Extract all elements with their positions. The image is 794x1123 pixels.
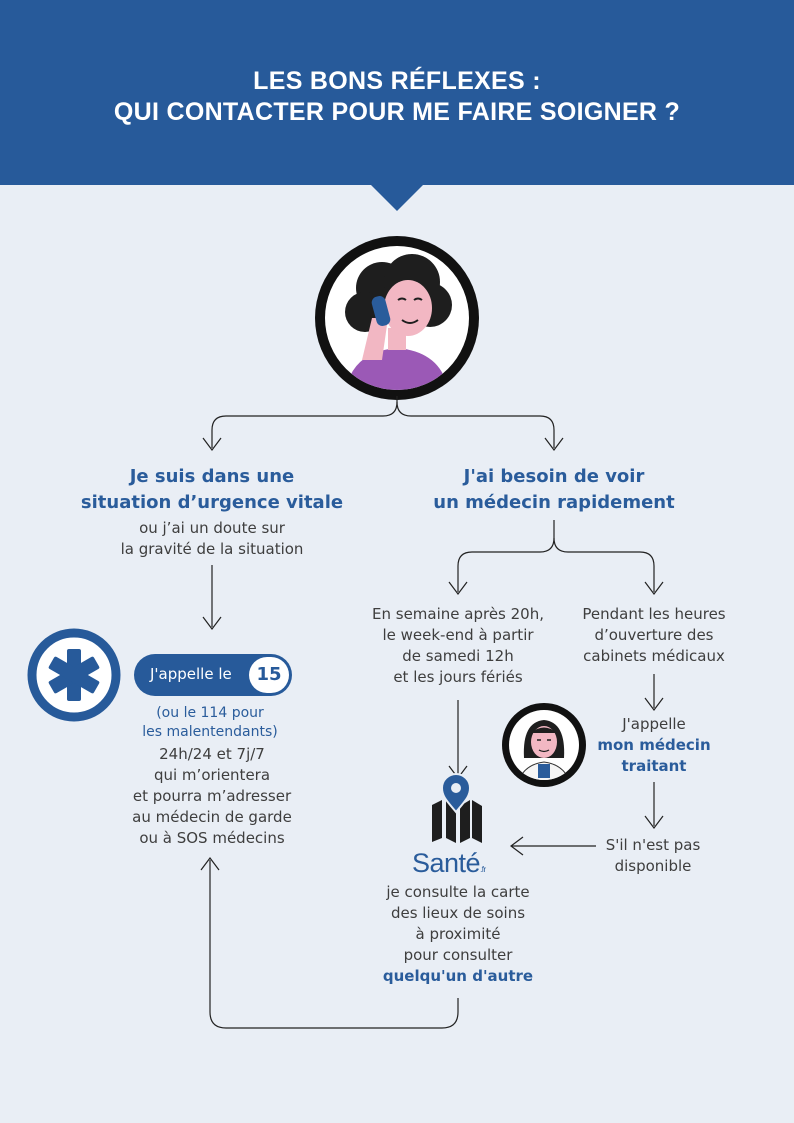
call-15-pill: J'appelle le 15 [134, 654, 292, 696]
sante-logo-text: Santé [412, 848, 481, 878]
top-split-connector [202, 396, 564, 451]
map-pin-icon [432, 773, 482, 843]
call-15-label: J'appelle le [150, 665, 232, 683]
consult-line-1: je consulte la carte [386, 883, 530, 901]
consult-line-2: des lieux de soins [390, 904, 526, 922]
after-hours-line-4: et les jours fériés [393, 668, 523, 686]
after-hours-line-3: de samedi 12h [402, 647, 514, 665]
title-line-1: LES BONS RÉFLEXES : [253, 67, 541, 95]
unavailable-line-1: S'il n'est pas [605, 836, 701, 854]
after-hours-line-1: En semaine après 20h, [372, 605, 544, 623]
page-title: LES BONS RÉFLEXES : QUI CONTACTER POUR M… [0, 66, 794, 128]
consult-map-text: je consulte la carte des lieux de soins … [358, 882, 558, 987]
return-loop-arrow [200, 857, 459, 1029]
consult-line-4: pour consulter [403, 946, 513, 964]
call-doctor-line-1: J'appelle [622, 715, 686, 733]
note-line-2: les malentendants) [142, 724, 278, 740]
deaf-number-note: (ou le 114 pour les malentendants) [110, 704, 310, 742]
after-hours-option: En semaine après 20h, le week-end à part… [356, 604, 560, 688]
sante-logo-suffix: .fr [480, 865, 486, 874]
detail-line-2: qui m’orientera [153, 766, 271, 784]
doctor-heading-line-1: J'ai besoin de voir [463, 466, 645, 487]
woman-phone-icon [315, 236, 479, 400]
urgent-subtext: ou j’ai un doute sur la gravité de la si… [80, 518, 344, 560]
sante-fr-logo: Santé.fr [412, 848, 512, 879]
detail-line-3: et pourra m’adresser [132, 787, 292, 805]
urgent-subtext-line-2: la gravité de la situation [120, 540, 304, 558]
call-doctor-line-2: mon médecin [597, 736, 711, 754]
detail-line-1: 24h/24 et 7j/7 [159, 745, 265, 763]
emergency-details: 24h/24 et 7j/7 qui m’orientera et pourra… [90, 744, 334, 849]
urgent-heading-line-2: situation d’urgence vitale [80, 492, 344, 513]
right-split-connector [448, 520, 664, 595]
note-line-1: (ou le 114 pour [156, 705, 264, 721]
urgent-heading-line-1: Je suis dans une [129, 466, 295, 487]
doctor-unavailable-text: S'il n'est pas disponible [590, 835, 716, 877]
emergency-number: 15 [249, 657, 289, 693]
left-down-arrow [202, 565, 222, 630]
office-hours-line-2: d’ouverture des [594, 626, 714, 644]
title-line-2: QUI CONTACTER POUR ME FAIRE SOIGNER ? [113, 98, 681, 126]
detail-line-4: au médecin de garde [132, 808, 292, 826]
header-banner [0, 0, 794, 185]
header-pointer [370, 184, 424, 211]
doctor-heading-line-2: un médecin rapidement [433, 492, 675, 513]
urgent-subtext-line-1: ou j’ai un doute sur [139, 519, 285, 537]
right-down-arrow-1 [644, 674, 664, 711]
doctor-icon [502, 703, 586, 787]
consult-emphasis: quelqu'un d'autre [382, 967, 534, 985]
call-doctor-text: J'appelle mon médecin traitant [586, 714, 722, 777]
consult-line-3: à proximité [415, 925, 501, 943]
urgent-heading: Je suis dans une situation d’urgence vit… [70, 464, 354, 516]
middle-down-arrow [448, 700, 468, 779]
call-doctor-line-3: traitant [621, 757, 687, 775]
unavailable-line-2: disponible [614, 857, 692, 875]
doctor-needed-heading: J'ai besoin de voir un médecin rapidemen… [414, 464, 694, 516]
detail-line-5: ou à SOS médecins [139, 829, 285, 847]
office-hours-line-1: Pendant les heures [582, 605, 726, 623]
star-of-life-icon [27, 628, 121, 722]
office-hours-option: Pendant les heures d’ouverture des cabin… [566, 604, 742, 667]
left-pointing-arrow [510, 836, 596, 856]
after-hours-line-2: le week-end à partir [382, 626, 534, 644]
right-down-arrow-2 [644, 782, 664, 829]
office-hours-line-3: cabinets médicaux [583, 647, 725, 665]
